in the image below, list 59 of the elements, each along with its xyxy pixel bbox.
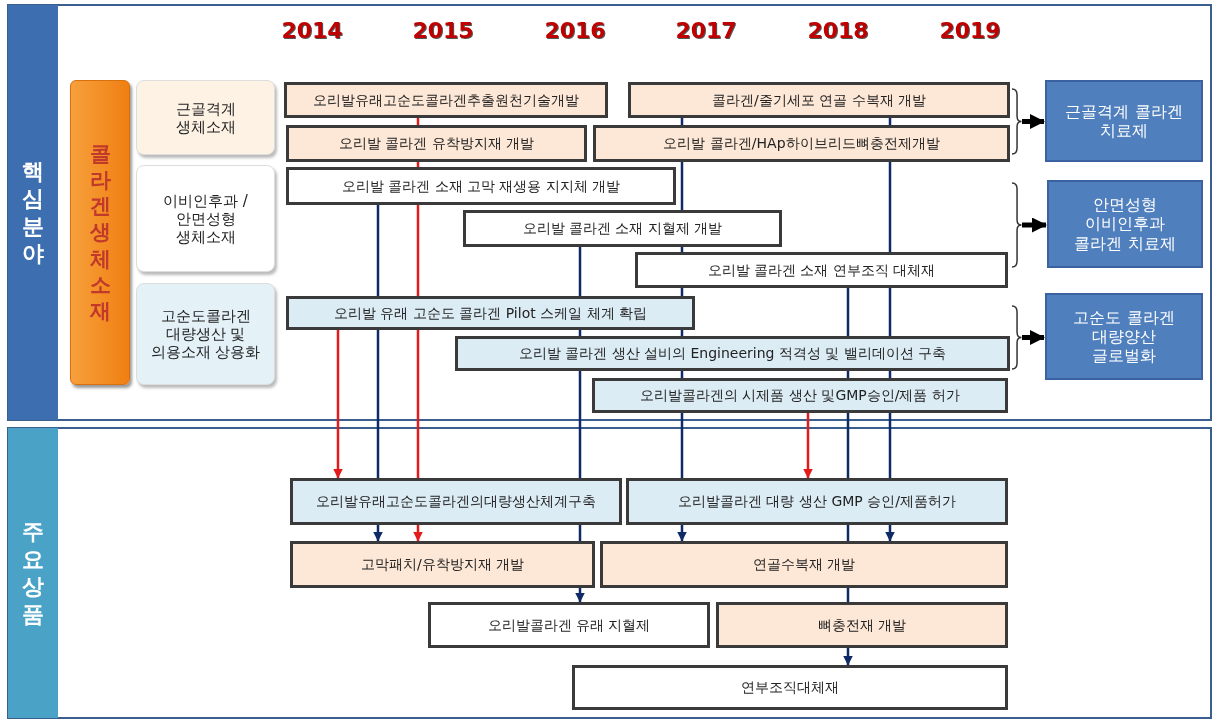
year-label: 2016 <box>544 18 606 43</box>
category-box: 고순도콜라겐 대량생산 및 의용소재 상용화 <box>136 283 275 385</box>
outcome-box: 고순도 콜라겐 대량양산 글로벌화 <box>1045 293 1203 380</box>
task-box: 오리발 콜라겐 생산 설비의 Engineering 적격성 및 밸리데이션 구축 <box>455 336 1010 371</box>
section-band: 주요상품 <box>8 428 58 718</box>
year-label: 2019 <box>939 18 1001 43</box>
arrow <box>677 525 687 542</box>
outcome-box: 근골격계 콜라겐 치료제 <box>1045 80 1203 162</box>
arrow <box>413 525 423 542</box>
task-box: 오리발유래고순도콜라겐의대량생산체계구축 <box>290 478 622 525</box>
connector-line <box>680 162 684 210</box>
arrow <box>843 648 853 666</box>
arrow <box>1022 217 1047 233</box>
connector-line <box>680 413 684 478</box>
connector-line <box>888 413 892 478</box>
task-box: 콜라겐/줄기세포 연골 수복재 개발 <box>628 82 1010 118</box>
arrow <box>1022 114 1045 129</box>
task-box: 오리발콜라겐의 시제품 생산 및GMP승인/제품 허가 <box>592 378 1008 413</box>
task-box: 오리발콜라겐 유래 지혈제 <box>428 602 710 648</box>
connector-line <box>888 288 892 336</box>
task-box: 오리발콜라겐 대량 생산 GMP 승인/제품허가 <box>626 478 1008 525</box>
category-box: 이비인후과 /안면성형 생체소재 <box>136 165 275 272</box>
arrow <box>1022 330 1045 345</box>
category-box: 근골격계 생체소재 <box>136 80 275 155</box>
arrow <box>885 525 895 542</box>
task-box: 고막패치/유착방지재 개발 <box>290 541 595 588</box>
year-label: 2015 <box>412 18 474 43</box>
connector-line <box>846 413 850 478</box>
task-box: 오리발 유래 고순도 콜라겐 Pilot 스케일 체계 확립 <box>286 296 695 330</box>
year-label: 2017 <box>675 18 737 43</box>
task-box: 오리발유래고순도콜라겐추출원천기술개발 <box>284 82 608 118</box>
task-box: 연골수복재 개발 <box>600 541 1008 588</box>
task-box: 오리발 콜라겐 소재 지혈제 개발 <box>463 210 782 247</box>
connector-line <box>578 247 582 296</box>
connector-line <box>376 330 380 478</box>
year-label: 2014 <box>281 18 343 43</box>
curly-bracket <box>1011 305 1022 370</box>
section-band: 핵심분야 <box>8 5 58 420</box>
task-box: 뼈충전재 개발 <box>716 602 1008 648</box>
outcome-box: 안면성형 이비인후과 콜라겐 치료제 <box>1047 180 1203 268</box>
task-box: 연부조직대체재 <box>572 665 1008 710</box>
arrow <box>373 525 383 542</box>
arrow <box>575 588 585 603</box>
curly-bracket <box>1011 182 1022 268</box>
connector-line <box>416 205 420 296</box>
arrow <box>333 330 343 479</box>
year-label: 2018 <box>807 18 869 43</box>
connector-line <box>846 288 850 336</box>
curly-bracket <box>1011 88 1022 155</box>
task-box: 오리발 콜라겐/HAp하이브리드뼈충전제개발 <box>593 125 1010 162</box>
connector-line <box>578 371 582 478</box>
arrow <box>803 413 813 479</box>
category-heading-box: 콜라겐생체소재 <box>70 80 130 385</box>
task-box: 오리발 콜라겐 유착방지재 개발 <box>286 125 587 162</box>
connector-line <box>376 205 380 296</box>
connector-line <box>416 330 420 478</box>
task-box: 오리발 콜라겐 소재 연부조직 대체재 <box>635 252 1008 288</box>
task-box: 오리발 콜라겐 소재 고막 재생용 지지체 개발 <box>286 167 676 205</box>
connector-line <box>888 162 892 252</box>
